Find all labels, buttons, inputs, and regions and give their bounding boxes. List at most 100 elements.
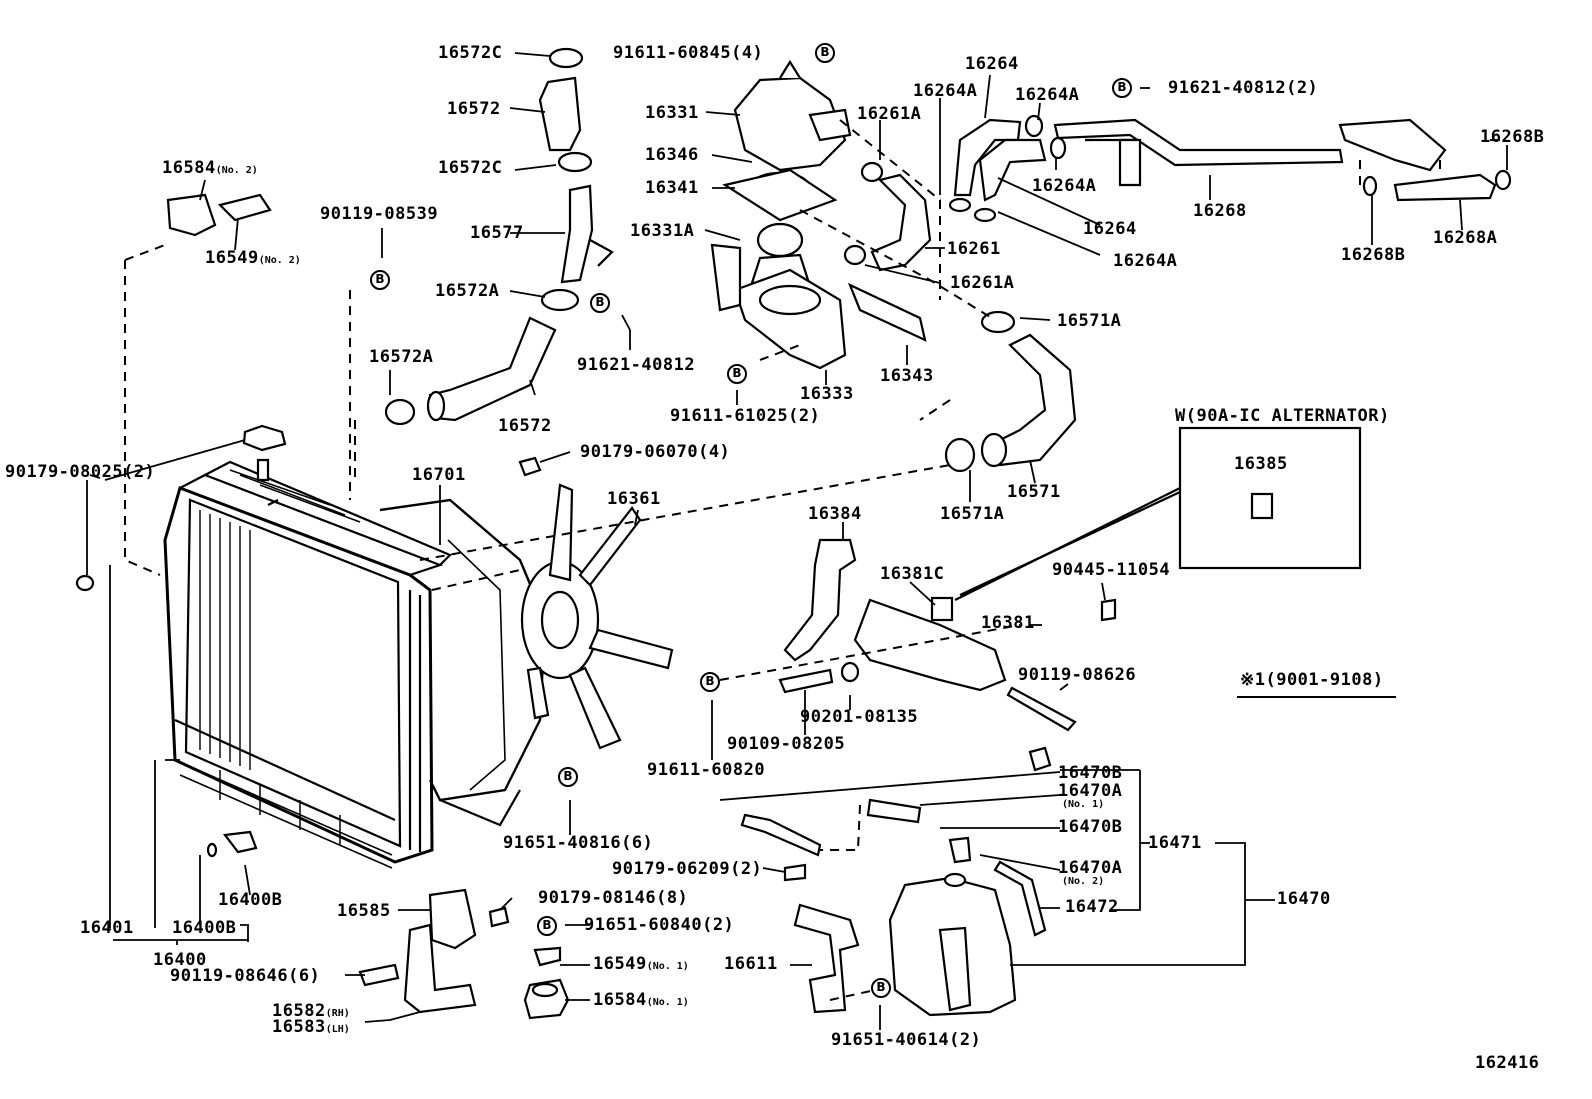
part-label: 16470	[1277, 889, 1331, 909]
part-label: 91651-60840(2)	[584, 915, 735, 935]
leader-lines	[86, 52, 1508, 1030]
part-number: 16584	[162, 158, 216, 178]
part-label: 16472	[1065, 897, 1119, 917]
part-qualifier: (LH)	[325, 1024, 350, 1035]
part-label: 16268B	[1341, 245, 1406, 265]
part-label: 16331A	[630, 221, 695, 241]
b-badge: B	[1112, 78, 1132, 98]
part-label: 16582(RH)	[272, 1003, 350, 1020]
part-qualifier: (No. 1)	[646, 997, 689, 1008]
part-label: 90119-08626	[1018, 665, 1137, 685]
part-qualifier: (No. 2)	[258, 255, 301, 266]
part-label: 91611-60845(4)	[613, 43, 764, 63]
part-label: 90179-06209(2)	[612, 859, 763, 879]
part-label: 16577	[470, 223, 524, 243]
part-label: 16549(No. 2)	[205, 250, 301, 267]
part-label: 16585	[337, 901, 391, 921]
part-label: 16401	[80, 918, 134, 938]
part-label: 90109-08205	[727, 734, 846, 754]
part-label: 16701	[412, 465, 466, 485]
b-badge: B	[558, 767, 578, 787]
part-label: 16571A	[1057, 311, 1122, 331]
part-qualifier: (RH)	[325, 1008, 350, 1019]
part-label: 16584(No. 2)	[162, 160, 258, 177]
part-label: 16261A	[857, 104, 922, 124]
part-qualifier: (No. 2)	[215, 165, 258, 176]
part-label: 16572C	[438, 158, 503, 178]
part-label: 91611-61025(2)	[670, 406, 821, 426]
part-label: 16264A	[1015, 85, 1080, 105]
part-label: 16470A	[1058, 781, 1123, 801]
part-label: 16331	[645, 103, 699, 123]
part-label: 91651-40614(2)	[831, 1030, 982, 1050]
alternator-box	[1178, 426, 1362, 570]
part-label: 90179-08146(8)	[538, 888, 689, 908]
b-badge: B	[590, 293, 610, 313]
bracket-drawing	[783, 492, 1274, 732]
part-label: 16333	[800, 384, 854, 404]
part-label: 16400B	[218, 890, 283, 910]
part-label: 16584(No. 1)	[593, 992, 689, 1009]
part-label: 16572A	[369, 347, 434, 367]
part-label: 16346	[645, 145, 699, 165]
part-label: 16261	[947, 239, 1001, 259]
alternator-variant-title: W(90A-IC ALTERNATOR)	[1175, 406, 1390, 426]
thermostat-housing-drawing	[710, 59, 927, 370]
b-badge: B	[537, 916, 557, 936]
figure-number: 162416	[1475, 1053, 1540, 1073]
part-number: 16584	[593, 990, 647, 1010]
part-label: 91611-60820	[647, 760, 766, 780]
part-label: 16261A	[950, 273, 1015, 293]
part-label: 16470B	[1058, 817, 1123, 837]
part-label: 16264A	[1113, 251, 1178, 271]
part-label: 16264A	[913, 81, 978, 101]
part-label: 90119-08539	[320, 204, 439, 224]
part-label: 90179-08025(2)	[5, 462, 156, 482]
part-label: 16571A	[940, 504, 1005, 524]
part-qualifier: (No. 1)	[1062, 799, 1105, 810]
mount-drawing	[75, 193, 1052, 1020]
heater-hose-drawing	[843, 114, 1512, 272]
part-label: 16268A	[1433, 228, 1498, 248]
part-label: 91621-40812(2)	[1168, 78, 1319, 98]
part-label: 16400	[153, 950, 207, 970]
part-qualifier: (No. 2)	[1062, 876, 1105, 887]
part-label: 16471	[1148, 833, 1202, 853]
part-label: 90179-06070(4)	[580, 442, 731, 462]
part-label: 16470B	[1058, 763, 1123, 783]
part-label: 90445-11054	[1052, 560, 1171, 580]
part-label: 16572	[498, 416, 552, 436]
part-label: 16572C	[438, 43, 503, 63]
part-label: 16341	[645, 178, 699, 198]
part-qualifier: (No. 1)	[646, 961, 689, 972]
part-label: 16381	[981, 613, 1035, 633]
part-label: 16611	[724, 954, 778, 974]
part-label: 91651-40816(6)	[503, 833, 654, 853]
b-badge: B	[370, 270, 390, 290]
part-label: 16549(No. 1)	[593, 956, 689, 973]
b-badge: B	[700, 672, 720, 692]
b-badge: B	[871, 978, 891, 998]
part-label: 16264A	[1032, 176, 1097, 196]
part-label: 16264	[1083, 219, 1137, 239]
part-label: 16572A	[435, 281, 500, 301]
b-badge: B	[815, 43, 835, 63]
lower-hose-drawing	[944, 310, 1077, 473]
radiator-drawing	[163, 424, 452, 869]
b-badge: B	[727, 364, 747, 384]
part-number: 16583	[272, 1017, 326, 1037]
production-period-note: ※1(9001-9108)	[1240, 670, 1384, 690]
part-label: 16268B	[1480, 127, 1545, 147]
part-label: 16470A	[1058, 858, 1123, 878]
part-label: 16343	[880, 366, 934, 386]
part-label: 16571	[1007, 482, 1061, 502]
part-label: 16400B	[172, 918, 237, 938]
part-label: 16384	[808, 504, 862, 524]
part-label: 90119-08646(6)	[170, 966, 321, 986]
part-label: 16264	[965, 54, 1019, 74]
part-label: 16381C	[880, 564, 945, 584]
fan-drawing	[520, 483, 674, 750]
part-number: 16549	[205, 248, 259, 268]
